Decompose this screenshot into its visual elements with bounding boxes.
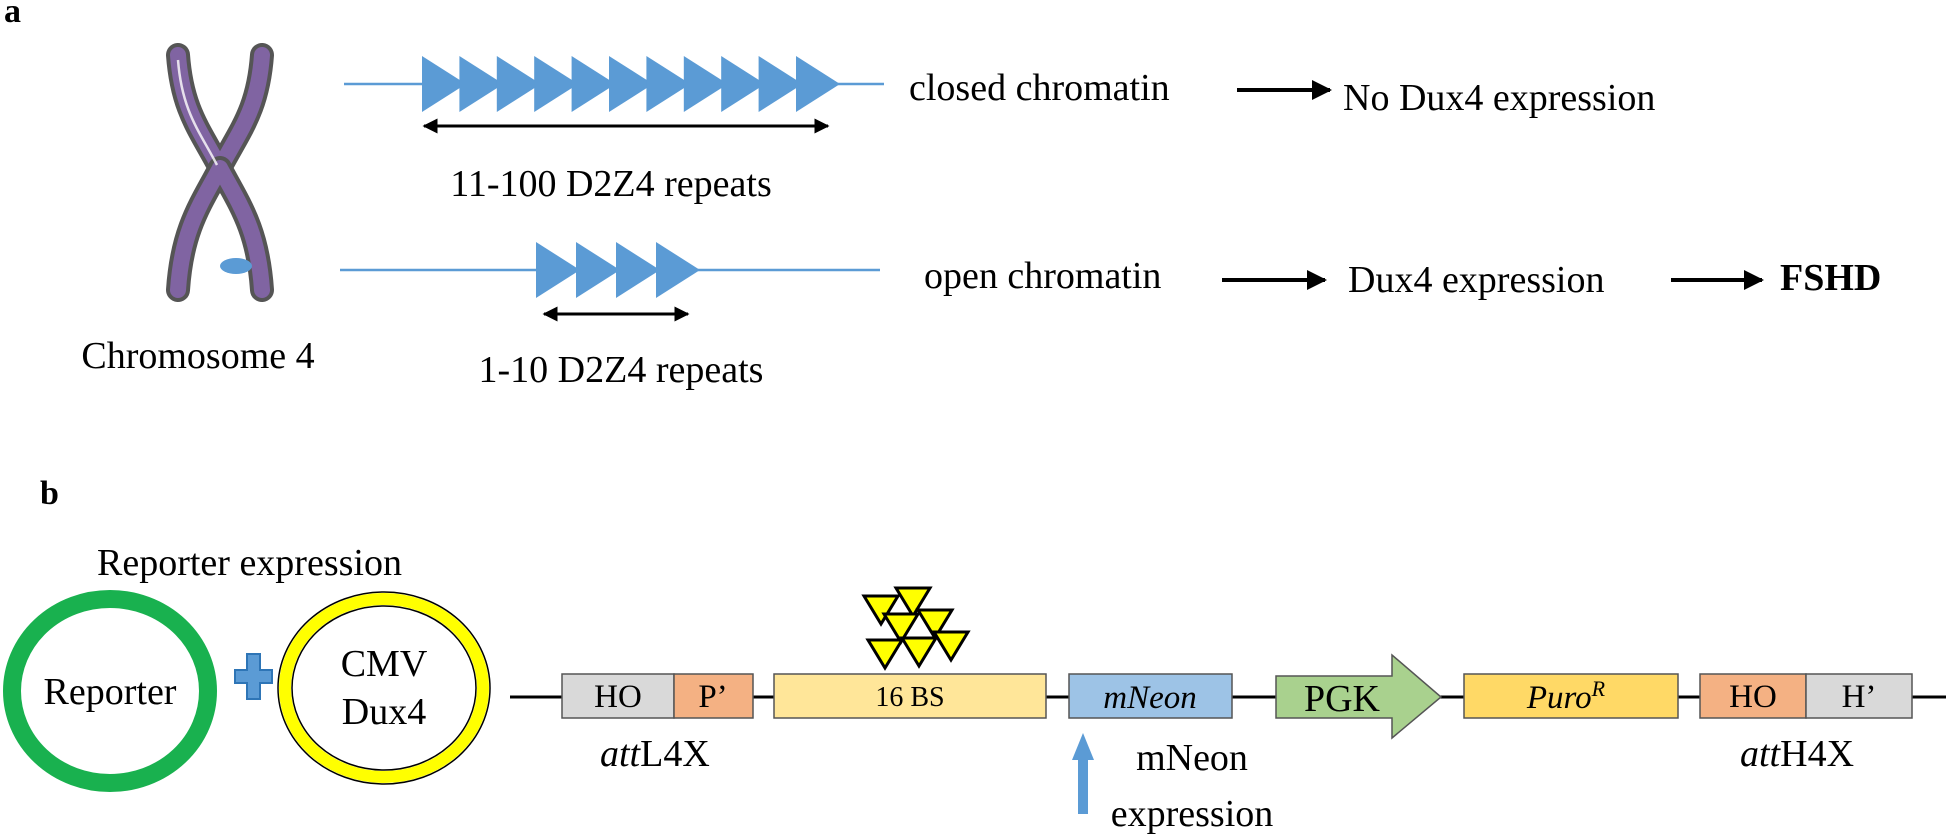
mneon-label: mNeon — [1103, 680, 1197, 716]
panel-a-label: a — [4, 0, 21, 30]
bottom-repeats-label: 1-10 D2Z4 repeats — [479, 349, 764, 391]
repeat-triangle — [656, 242, 700, 298]
top-repeats-label: 11-100 D2Z4 repeats — [450, 163, 772, 205]
binding-sites-box — [773, 673, 1047, 719]
repeat-triangle — [496, 56, 541, 112]
att-h4x-label: attH4X — [1740, 733, 1854, 775]
pgk-promoter-arrow — [1275, 653, 1443, 740]
repeat-triangle — [646, 56, 691, 112]
dux4-plasmid-line2: Dux4 — [342, 691, 426, 733]
binding-sites-label: 16 BS — [875, 682, 944, 713]
closed-chromatin-label: closed chromatin — [909, 67, 1170, 109]
binding-triangle — [899, 636, 939, 669]
reporter-expression-title: Reporter expression — [97, 542, 402, 584]
repeat-triangle — [683, 56, 728, 112]
panel-b-label: b — [40, 475, 59, 512]
repeat-triangle — [609, 56, 653, 112]
ho-right-label: HO — [1729, 679, 1777, 715]
mneon-expression-line2: expression — [1111, 793, 1274, 835]
repeat-triangle — [536, 242, 580, 298]
binding-triangle — [881, 612, 921, 645]
mneon-expression-line1: mNeon — [1136, 737, 1248, 779]
ho-left-box — [561, 673, 675, 719]
p-prime-box — [673, 673, 754, 719]
reporter-plasmid — [3, 590, 217, 792]
dux4-binding-cluster — [861, 586, 971, 671]
reporter-plasmid-label: Reporter — [44, 671, 177, 713]
repeat-triangle — [534, 56, 579, 112]
repeat-triangle — [576, 242, 620, 298]
pgk-label: PGK — [1304, 678, 1381, 720]
h-prime-box — [1805, 673, 1913, 719]
binding-triangle — [893, 586, 933, 619]
puro-box — [1463, 673, 1679, 719]
open-chromatin-label: open chromatin — [924, 255, 1161, 297]
fshd-label: FSHD — [1780, 257, 1881, 299]
binding-triangle — [931, 630, 971, 663]
repeat-triangle — [758, 56, 803, 112]
mneon-expression-arrow — [1072, 733, 1094, 814]
dux4-plasmid-line1: CMV — [341, 643, 428, 685]
binding-triangle — [915, 608, 955, 641]
bottom-repeat-array — [536, 242, 700, 298]
dux4-expression-label: Dux4 expression — [1348, 259, 1604, 301]
dux4-plasmid — [279, 593, 489, 783]
repeat-triangle — [571, 56, 616, 112]
ho-right-box — [1699, 673, 1807, 719]
binding-triangle — [861, 594, 901, 627]
no-dux4-expression-label: No Dux4 expression — [1343, 77, 1655, 119]
mneon-box — [1068, 673, 1233, 719]
puro-label: PuroR — [1526, 676, 1606, 716]
top-repeat-array — [422, 56, 840, 112]
binding-triangle — [865, 638, 905, 671]
repeat-triangle — [422, 56, 466, 112]
repeat-triangle — [796, 56, 840, 112]
chromosome-icon — [166, 43, 274, 302]
centromere-marker — [220, 258, 252, 274]
repeat-triangle — [616, 242, 660, 298]
chromosome-label: Chromosome 4 — [81, 335, 314, 377]
att-l4x-label: attL4X — [600, 733, 710, 775]
p-prime-label: P’ — [698, 679, 727, 715]
ho-left-label: HO — [594, 679, 642, 715]
h-prime-label: H’ — [1842, 679, 1877, 715]
repeat-triangle — [459, 56, 504, 112]
repeat-triangle — [721, 56, 766, 112]
plus-icon — [234, 653, 273, 700]
